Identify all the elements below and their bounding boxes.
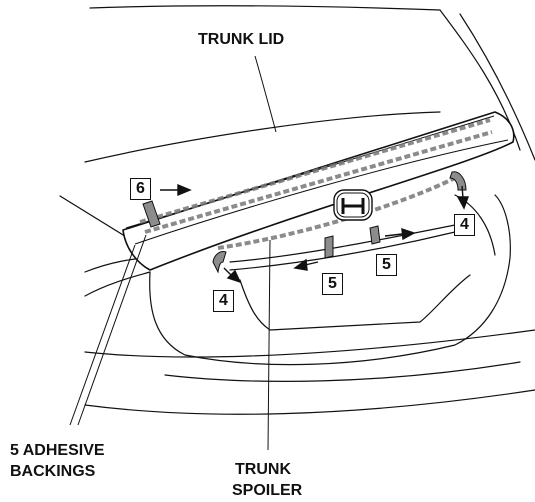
bumper-line-1 [84, 329, 535, 358]
trunk-lid-label: TRUNK LID [198, 31, 285, 48]
step-4-right-badge: 4 [454, 214, 475, 236]
trunk-lid-top-edge [89, 5, 441, 11]
backing-tab-left-4 [212, 251, 227, 274]
step-4-left-badge: 4 [213, 290, 234, 312]
trunk-spoiler-label-line1: TRUNK [235, 461, 291, 478]
trunk-lid-front-edge [84, 111, 441, 163]
spoiler-tape-upper [139, 118, 491, 224]
step-5-right-badge: 5 [376, 254, 397, 276]
rear-fender-left-2 [84, 271, 151, 297]
rear-pillar-line-2 [459, 13, 535, 161]
bumper-line-3 [164, 361, 521, 382]
arrow-step-4-right [456, 185, 469, 210]
trunk-panel-crease-2 [229, 231, 456, 271]
step-6-badge: 6 [130, 178, 151, 200]
honda-h-emblem-icon [333, 189, 373, 221]
arrow-step-5-right [384, 227, 416, 241]
trunk-rear-panel [149, 194, 511, 366]
step-5-center-badge: 5 [322, 273, 343, 295]
leader-adhesive-2 [77, 234, 147, 426]
backing-tab-right-4 [449, 171, 467, 191]
arrow-step-4-left [223, 267, 242, 284]
leader-adhesive-1 [69, 244, 136, 426]
quarter-panel-left [59, 195, 129, 239]
license-recess [239, 274, 471, 331]
adhesive-backings-label-line2: BACKINGS [10, 463, 96, 480]
arrow-step-6 [160, 183, 192, 197]
panel-tape [217, 176, 456, 250]
backing-tab-center-5b [369, 225, 381, 245]
arrow-step-5-center [293, 258, 319, 271]
backing-tab-center-5a [324, 235, 334, 259]
leader-trunk-spoiler [267, 239, 271, 451]
trunk-panel-crease [229, 224, 456, 263]
adhesive-backings-label-line1: 5 ADHESIVE [10, 442, 105, 459]
trunk-spoiler-label-line2: SPOILER [232, 482, 303, 499]
bumper-line-2 [84, 389, 535, 415]
spoiler-tape-lower [144, 130, 493, 234]
backing-tab-6 [142, 200, 161, 228]
leader-trunk-lid [254, 55, 277, 133]
